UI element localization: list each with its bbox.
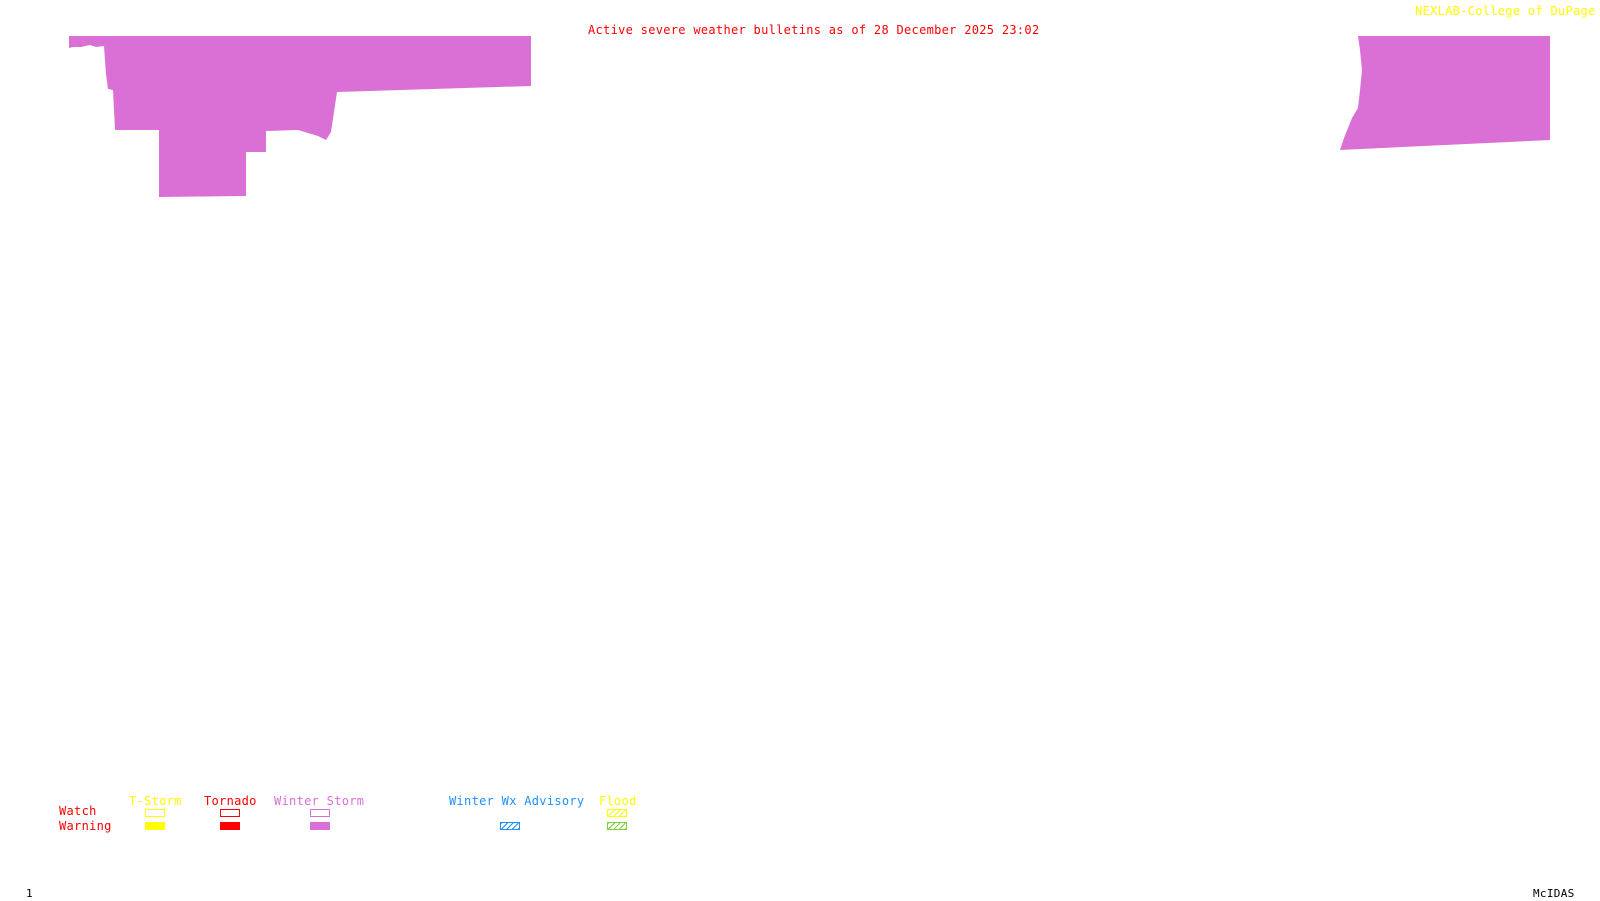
credit-label: NEXLAB-College of DuPage ⇱ xyxy=(1415,4,1600,18)
legend-row-warning: Warning xyxy=(59,819,112,833)
winter-storm-warning-area-northeast[interactable] xyxy=(1340,36,1550,150)
frame-number: 1 xyxy=(26,887,33,900)
legend-label-tstorm: T-Storm xyxy=(129,794,182,808)
legend-tornado-watch-swatch xyxy=(220,809,240,817)
credit-text: NEXLAB-College of DuPage xyxy=(1415,4,1596,18)
legend-tornado-warning-swatch xyxy=(220,822,240,830)
legend-label-tornado: Tornado xyxy=(204,794,257,808)
legend-tstorm-warning-swatch xyxy=(145,822,165,830)
legend-flood-watch-swatch xyxy=(607,809,627,817)
legend-winter-storm-watch-swatch xyxy=(310,809,330,817)
legend-winter-wx-advisory-swatch xyxy=(500,822,520,830)
legend-label-flood: Flood xyxy=(599,794,637,808)
legend-label-winter-storm: Winter Storm xyxy=(274,794,365,808)
legend-label-winter-wx-advisory: Winter Wx Advisory xyxy=(449,794,585,808)
legend-winter-storm-warning-swatch xyxy=(310,822,330,830)
legend-row-watch: Watch xyxy=(59,804,97,818)
winter-storm-warning-area-northwest[interactable] xyxy=(69,36,531,197)
legend-flood-warning-swatch xyxy=(607,822,627,830)
software-label: McIDAS xyxy=(1533,887,1575,900)
map-title: Active severe weather bulletins as of 28… xyxy=(588,23,1040,37)
legend-tstorm-watch-swatch xyxy=(145,809,165,817)
